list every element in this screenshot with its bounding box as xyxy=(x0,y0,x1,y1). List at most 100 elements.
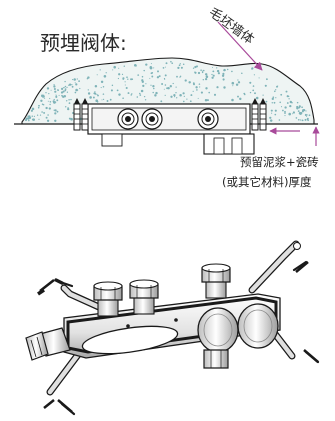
speckle-dot xyxy=(110,89,113,92)
speckle-dot xyxy=(211,76,214,79)
speckle-dot xyxy=(43,97,46,99)
speckle-dot xyxy=(284,112,286,114)
speckle-dot xyxy=(177,66,180,70)
speckle-dot xyxy=(43,111,46,114)
speckle-dot xyxy=(202,69,205,72)
speckle-dot xyxy=(291,101,293,104)
speckle-dot xyxy=(94,91,96,93)
speckle-dot xyxy=(153,67,155,69)
speckle-dot xyxy=(64,80,66,83)
speckle-dot xyxy=(105,72,107,74)
speckle-dot xyxy=(272,96,275,99)
speckle-dot xyxy=(68,102,71,104)
speckle-dot xyxy=(66,91,69,93)
speckle-dot xyxy=(141,80,144,83)
speckle-dot xyxy=(145,83,147,85)
left-outlet-fitting xyxy=(25,327,71,361)
valve-port-2 xyxy=(141,108,163,130)
speckle-dot xyxy=(165,66,166,68)
speckle-dot xyxy=(274,109,277,112)
speckle-dot xyxy=(297,110,300,112)
speckle-dot xyxy=(151,75,154,78)
speckle-dot xyxy=(306,117,309,120)
speckle-dot xyxy=(111,84,114,87)
speckle-dot xyxy=(152,85,155,88)
speckle-dot xyxy=(87,92,91,95)
speckle-dot xyxy=(140,89,144,93)
speckle-dot xyxy=(216,86,219,89)
speckle-dot xyxy=(237,81,241,84)
speckle-dot xyxy=(239,97,242,101)
speckle-dot xyxy=(46,119,50,122)
speckle-dot xyxy=(73,78,76,81)
speckle-dot xyxy=(54,119,57,122)
speckle-dot xyxy=(183,95,185,97)
anchor-bolts-left xyxy=(73,98,89,131)
speckle-dot xyxy=(164,94,166,96)
speckle-dot xyxy=(64,89,67,92)
speckle-dot xyxy=(175,92,177,94)
cross-section-view: 预埋阀体: xyxy=(14,5,320,189)
speckle-dot xyxy=(295,117,298,119)
speckle-dot xyxy=(304,118,307,121)
speckle-dot xyxy=(212,74,215,77)
speckle-dot xyxy=(53,84,55,86)
speckle-dot xyxy=(64,106,67,108)
speckle-dot xyxy=(149,66,153,70)
speckle-dot xyxy=(137,74,140,76)
speckle-dot xyxy=(54,90,57,93)
speckle-dot xyxy=(179,76,181,78)
speckle-dot xyxy=(296,107,299,110)
mounting-arm-top-left xyxy=(37,279,114,316)
speckle-dot xyxy=(302,119,304,122)
speckle-dot xyxy=(192,82,195,85)
valve-port-3 xyxy=(197,108,219,130)
speckle-dot xyxy=(54,109,57,112)
speckle-dot xyxy=(72,112,74,114)
speckle-dot xyxy=(150,84,152,86)
speckle-dot xyxy=(113,65,116,69)
speckle-dot xyxy=(27,119,30,122)
speckle-dot xyxy=(195,86,198,89)
speckle-dot xyxy=(223,69,225,72)
speckle-dot xyxy=(175,86,177,88)
speckle-dot xyxy=(124,81,126,83)
speckle-dot xyxy=(291,113,293,115)
speckle-dot xyxy=(173,93,176,97)
speckle-dot xyxy=(304,113,307,117)
speckle-dot xyxy=(94,84,98,88)
speckle-dot xyxy=(223,86,226,89)
speckle-dot xyxy=(306,115,308,117)
valve-port-1 xyxy=(117,108,139,130)
thickness-label-line1: 预留泥浆+瓷砖 xyxy=(240,155,319,169)
speckle-dot xyxy=(308,114,311,117)
speckle-dot xyxy=(62,90,65,93)
top-connector-3 xyxy=(201,263,231,299)
speckle-dot xyxy=(75,83,78,86)
speckle-dot xyxy=(53,85,56,88)
speckle-dot xyxy=(86,77,89,80)
speckle-dot xyxy=(122,78,124,80)
speckle-dot xyxy=(70,117,73,121)
speckle-dot xyxy=(56,110,59,113)
speckle-dot xyxy=(40,99,43,102)
speckle-dot xyxy=(28,115,31,118)
speckle-dot xyxy=(143,69,145,72)
speckle-dot xyxy=(70,98,72,101)
speckle-dot xyxy=(165,62,168,65)
screw-top-left xyxy=(54,278,74,288)
speckle-dot xyxy=(136,96,139,98)
speckle-dot xyxy=(296,101,299,104)
speckle-dot xyxy=(53,87,56,91)
speckle-dot xyxy=(155,91,158,95)
speckle-dot xyxy=(208,91,210,94)
speckle-dot xyxy=(164,74,167,77)
speckle-dot xyxy=(262,94,264,96)
speckle-dot xyxy=(41,94,44,97)
speckle-dot xyxy=(251,67,254,70)
speckle-dot xyxy=(145,63,148,66)
speckle-dot xyxy=(180,66,183,69)
speckle-dot xyxy=(167,86,170,90)
speckle-dot xyxy=(45,106,48,110)
speckle-dot xyxy=(57,89,59,92)
